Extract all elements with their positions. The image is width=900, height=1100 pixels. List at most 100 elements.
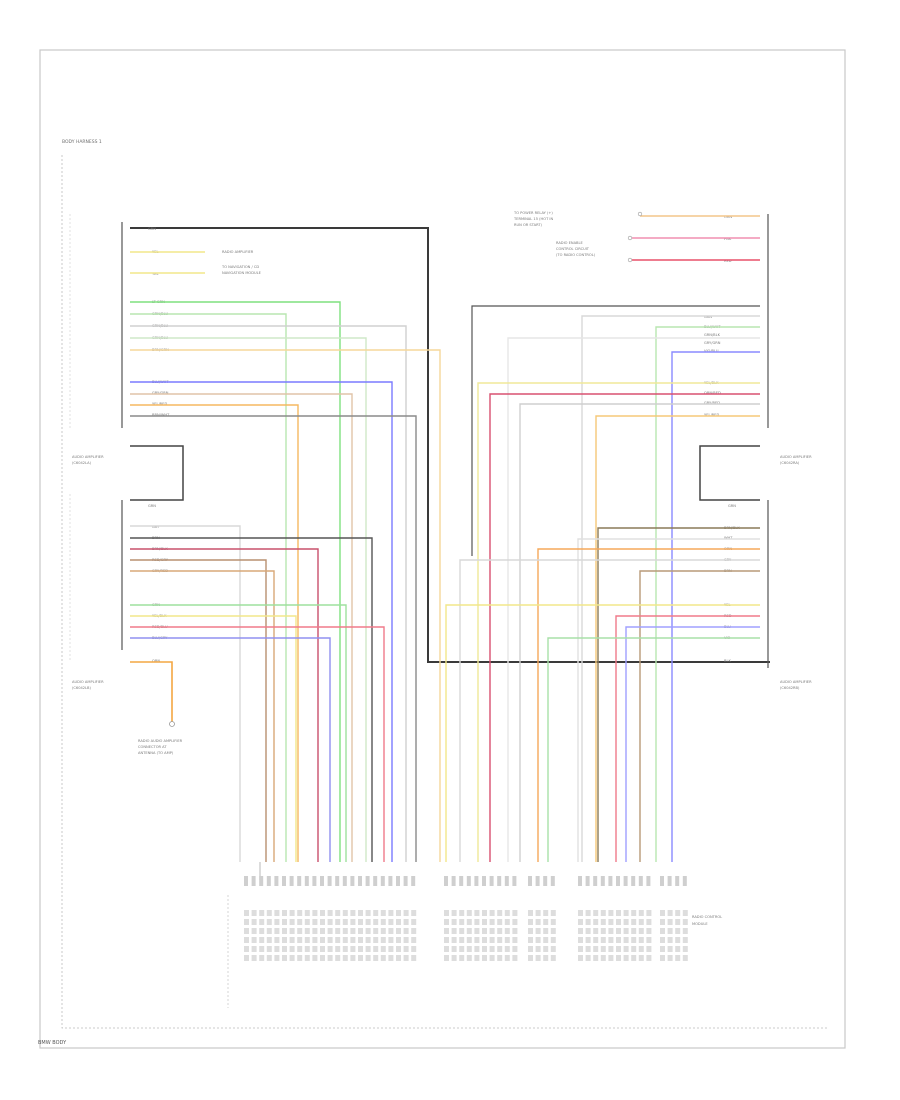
module-pin-label: [608, 955, 614, 961]
module-pin-label: [682, 928, 688, 934]
module-pin-label: [365, 955, 371, 961]
module-pin-label: [274, 955, 280, 961]
module-pin: [365, 876, 370, 886]
module-pin-label: [667, 946, 673, 952]
module-pin-label: [388, 946, 394, 952]
module-pin-label: [497, 928, 503, 934]
radio-module-label-2: MODULE: [692, 922, 708, 926]
module-pin-label: [543, 919, 549, 925]
module-pin-label: [585, 937, 591, 943]
module-pin: [350, 876, 355, 886]
module-pin-label: [550, 955, 556, 961]
module-pin-label: [251, 946, 257, 952]
module-pin-label: [342, 937, 348, 943]
tl-legend-2: YEL: [152, 272, 158, 276]
module-pin-label: [585, 910, 591, 916]
svg-text:GRY/RED: GRY/RED: [704, 401, 720, 405]
module-pin: [451, 876, 456, 886]
module-pin-label: [631, 946, 637, 952]
module-pin-label: [358, 946, 363, 952]
module-pin-label: [459, 928, 465, 934]
module-pin-label: [660, 946, 665, 952]
module-pin-label: [320, 955, 325, 961]
module-pin: [675, 876, 680, 886]
module-pin-label: [474, 946, 480, 952]
tl-note-2: TO NAVIGATION / CD: [221, 265, 259, 269]
module-pin-label: [411, 910, 417, 916]
module-pin-label: [512, 937, 518, 943]
svg-text:ANTENNA (TO AMP): ANTENNA (TO AMP): [138, 751, 174, 755]
module-pin-label: [600, 946, 606, 952]
module-pin-label: [335, 928, 341, 934]
module-pin-label: [528, 946, 533, 952]
module-pin-label: [646, 937, 652, 943]
module-pin-label: [244, 928, 249, 934]
module-pin-label: [466, 910, 472, 916]
module-pin-label: [411, 919, 417, 925]
module-pin-label: [528, 955, 533, 961]
module-pin-label: [616, 955, 621, 961]
module-pin-label: [396, 937, 401, 943]
module-pin-label: [373, 937, 379, 943]
module-pin-label: [411, 955, 417, 961]
module-pin-label: [682, 937, 688, 943]
module-pin: [259, 876, 264, 886]
module-pin-label: [251, 919, 257, 925]
module-pin-label: [403, 928, 409, 934]
module-pin-label: [623, 946, 629, 952]
module-pin-label: [646, 919, 652, 925]
module-pin: [631, 876, 636, 886]
module-pin-label: [497, 955, 503, 961]
module-pin-label: [380, 955, 386, 961]
module-pin-label: [466, 928, 472, 934]
svg-text:TO POWER RELAY (+): TO POWER RELAY (+): [513, 211, 553, 215]
module-pin-label: [585, 946, 591, 952]
module-pin-label: [444, 937, 449, 943]
module-pin-label: [444, 919, 449, 925]
module-pin: [320, 876, 324, 886]
module-pin-label: [504, 919, 510, 925]
module-pin-label: [616, 928, 621, 934]
module-pin-label: [259, 910, 265, 916]
module-pin-label: [482, 910, 487, 916]
radio-module-label-1: RADIO CONTROL: [692, 915, 722, 919]
module-pin-label: [550, 910, 556, 916]
module-pin-label: [403, 910, 409, 916]
module-pin: [396, 876, 400, 886]
module-pin-label: [327, 937, 333, 943]
module-pin: [297, 876, 302, 886]
module-pin: [504, 876, 509, 886]
module-pin-label: [327, 955, 333, 961]
tl-note-3: NAVIGATION MODULE: [222, 271, 262, 275]
module-pin: [616, 876, 620, 886]
module-pin-label: [451, 955, 457, 961]
ground-wire: [130, 661, 173, 722]
module-pin-label: [616, 919, 621, 925]
svg-text:RED: RED: [724, 259, 732, 263]
header-label: BODY HARNESS 1: [62, 139, 102, 145]
module-pin-label: [631, 910, 637, 916]
module-pin-label: [512, 946, 518, 952]
module-pin-label: [320, 928, 325, 934]
module-pin-label: [251, 928, 257, 934]
module-pin-label: [365, 928, 371, 934]
module-pin-label: [365, 919, 371, 925]
tl-note-1: RADIO AMPLIFIER: [222, 250, 254, 254]
module-pin: [623, 876, 628, 886]
module-pin-label: [578, 928, 583, 934]
module-pin-label: [411, 928, 417, 934]
module-pin-label: [512, 955, 518, 961]
module-pin-label: [451, 937, 457, 943]
module-pin-label: [482, 937, 487, 943]
module-pin-label: [600, 937, 606, 943]
connector-top-right: TO POWER RELAY (+) TERMINAL 15 (HOT IN R…: [513, 211, 812, 465]
module-pin-label: [342, 928, 348, 934]
module-pin-label: [266, 928, 272, 934]
svg-text:BLK: BLK: [724, 659, 731, 663]
module-pin-label: [593, 937, 599, 943]
module-pin-label: [350, 937, 356, 943]
module-pin-label: [350, 919, 356, 925]
module-pin-label: [675, 919, 681, 925]
module-pin-label: [497, 910, 503, 916]
module-pin: [266, 876, 271, 886]
